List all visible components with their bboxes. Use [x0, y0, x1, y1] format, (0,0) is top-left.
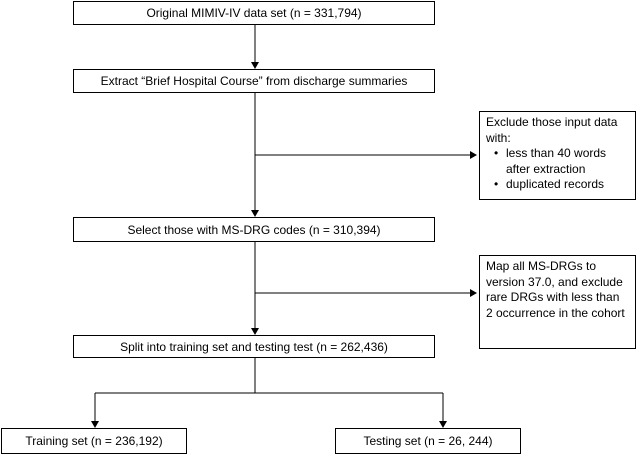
box-split-label: Split into training set and testing test… — [120, 339, 388, 354]
box-original-dataset: Original MIMIV-IV data set (n = 331,794) — [73, 1, 435, 25]
box-testing-set-label: Testing set (n = 26, 244) — [363, 434, 493, 448]
arrowhead-step1-step2 — [251, 62, 259, 69]
arrowhead-exclusion1 — [470, 151, 477, 159]
box-exclusion-input: Exclude those input data with: •less tha… — [479, 111, 636, 200]
box-training-set: Training set (n = 236,192) — [1, 428, 187, 454]
box-extract-course: Extract “Brief Hospital Course” from dis… — [73, 69, 435, 93]
arrowhead-testing — [439, 421, 447, 428]
box-split: Split into training set and testing test… — [73, 335, 435, 358]
box-training-set-label: Training set (n = 236,192) — [25, 434, 163, 448]
box-select-msdrg: Select those with MS-DRG codes (n = 310,… — [73, 217, 435, 242]
arrowhead-training — [91, 421, 99, 428]
box-select-msdrg-label: Select those with MS-DRG codes (n = 310,… — [127, 222, 381, 237]
box-testing-set: Testing set (n = 26, 244) — [335, 428, 521, 454]
box-original-dataset-label: Original MIMIV-IV data set (n = 331,794) — [146, 6, 362, 20]
exclusion-item: •less than 40 words after extraction — [494, 146, 607, 176]
arrowhead-step2-step3 — [251, 210, 259, 217]
map-msdrg-text: Map all MS-DRGs to version 37.0, and exc… — [486, 259, 625, 320]
exclusion-item-text: duplicated records — [506, 177, 605, 191]
exclusion-item: •duplicated records — [494, 177, 605, 191]
exclusion-item-text: less than 40 words after extraction — [506, 146, 607, 176]
exclusion-heading: Exclude those input data with: — [486, 115, 618, 145]
exclusion-list: •less than 40 words after extraction •du… — [486, 146, 629, 193]
arrowhead-step3-step4 — [251, 328, 259, 335]
box-extract-course-label: Extract “Brief Hospital Course” from dis… — [100, 74, 408, 88]
arrowhead-exclusion2 — [470, 289, 477, 297]
box-map-msdrg: Map all MS-DRGs to version 37.0, and exc… — [479, 255, 636, 349]
